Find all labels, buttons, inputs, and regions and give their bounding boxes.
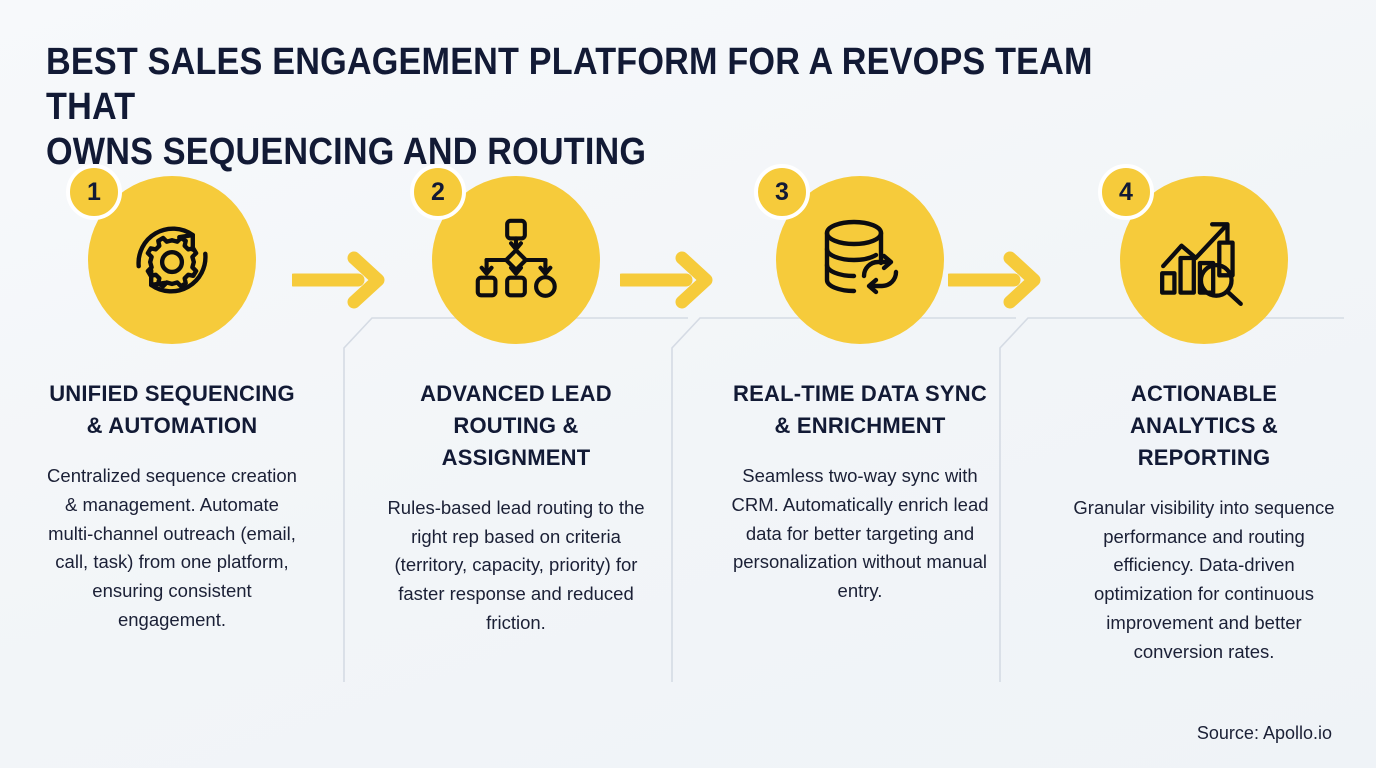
steps-row: 1 UNIFIED SEQUENCING & AUTOMATION Centra…	[0, 164, 1376, 706]
step-1-number-badge: 1	[66, 164, 122, 220]
step-card-2: 2 ADVANCED LEAD ROUTING & ASSIGNMENT Rul…	[344, 164, 688, 706]
step-4-body: Granular visibility into sequence perfor…	[1073, 496, 1335, 662]
step-4-heading: ACTIONABLE ANALYTICS & REPORTING	[1129, 381, 1279, 470]
step-card-1: 1 UNIFIED SEQUENCING & AUTOMATION Centra…	[0, 164, 344, 706]
database-sync-icon	[824, 219, 899, 295]
step-4-icon-circle-wrap: 4	[1098, 164, 1288, 344]
step-3-heading: REAL-TIME DATA SYNC & ENRICHMENT	[733, 381, 987, 438]
gear-refresh-icon	[136, 226, 208, 294]
step-2-number-badge: 2	[410, 164, 466, 220]
step-2-icon-circle-wrap: 2	[410, 164, 600, 344]
source-attribution: Source: Apollo.io	[1196, 723, 1332, 743]
step-1-icon-circle-wrap: 1	[66, 164, 256, 344]
step-2-body: Rules-based lead routing to the right re…	[387, 496, 645, 634]
step-3-number-badge: 3	[754, 164, 810, 220]
title-block: BEST SALES ENGAGEMENT PLATFORM FOR A REV…	[46, 40, 1276, 174]
bar-chart-magnifier-icon	[1160, 222, 1243, 307]
step-card-3: 3 REAL-TIME DATA SYNC & ENRICHMENT Seaml…	[688, 164, 1032, 706]
step-2-heading: ADVANCED LEAD ROUTING & ASSIGNMENT	[420, 381, 612, 470]
page-title: BEST SALES ENGAGEMENT PLATFORM FOR A REV…	[46, 41, 1093, 173]
step-1-body: Centralized sequence creation & manageme…	[47, 464, 297, 631]
step-card-4: 4 ACTIONABLE ANALYTICS & REPORTING Granu…	[1032, 164, 1376, 706]
flowchart-routing-icon	[475, 218, 557, 298]
step-3-body: Seamless two-way sync with CRM. Automati…	[731, 464, 989, 602]
step-1-heading: UNIFIED SEQUENCING & AUTOMATION	[49, 381, 295, 438]
step-3-icon-circle-wrap: 3	[754, 164, 944, 344]
step-4-number-badge: 4	[1098, 164, 1154, 220]
